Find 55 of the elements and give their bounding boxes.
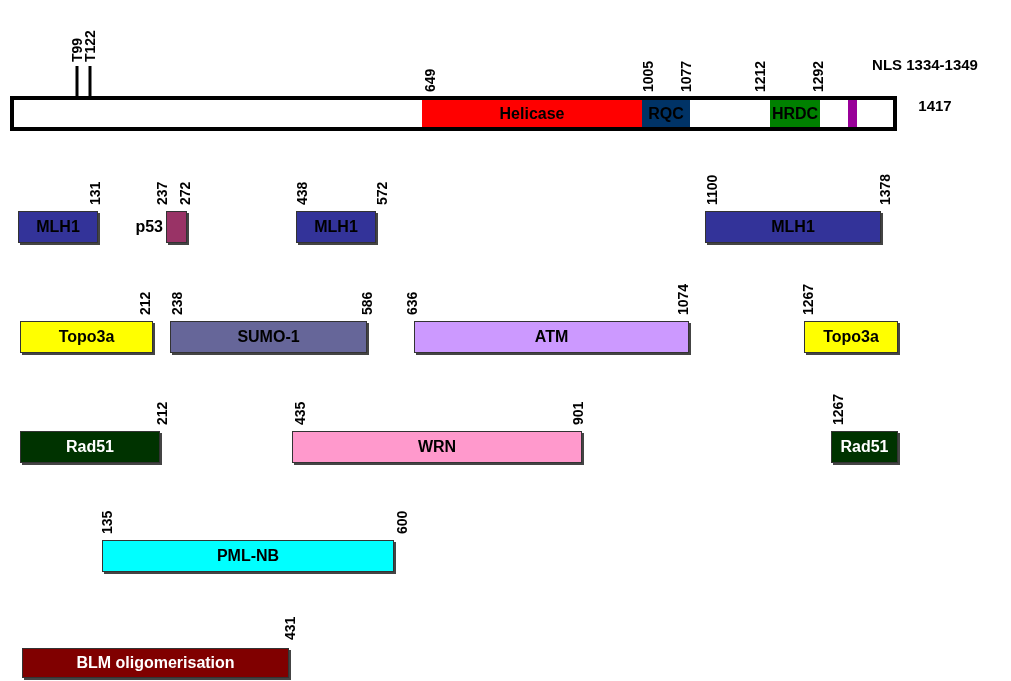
residue-label: 572 <box>375 181 389 205</box>
domain-label: BLM oligomerisation <box>76 655 235 671</box>
domain-bar <box>770 100 820 127</box>
domain-bar <box>170 321 367 353</box>
residue-label: 212 <box>138 291 152 315</box>
domain-label: Topo3a <box>823 329 879 345</box>
domain-label: Rad51 <box>66 439 114 455</box>
residue-label: 1417 <box>918 98 952 113</box>
motif-bar <box>848 100 857 127</box>
residue-label: 600 <box>395 510 409 534</box>
residue-label: 1267 <box>801 283 815 315</box>
domain-bar <box>804 321 898 353</box>
domain-label: Helicase <box>499 105 565 122</box>
residue-label: 237 <box>155 181 169 205</box>
domain-label: Rad51 <box>840 439 889 455</box>
residue-label: 212 <box>155 401 169 425</box>
residue-label: NLS 1334-1349 <box>872 57 978 72</box>
domain-bar <box>705 211 881 243</box>
domain-bar <box>296 211 376 243</box>
residue-label: 1267 <box>831 393 845 425</box>
domain-label: Topo3a <box>58 329 115 345</box>
domain-label: WRN <box>417 439 457 455</box>
residue-label: 1005 <box>641 60 655 92</box>
domain-bar <box>18 211 98 243</box>
residue-label: 586 <box>360 291 374 315</box>
residue-label: 238 <box>170 291 184 315</box>
residue-label: 1378 <box>878 173 892 205</box>
domain-label: RQC <box>648 105 684 122</box>
domain-bar <box>22 648 289 678</box>
residue-label: T99 <box>70 37 84 62</box>
domain-label: MLH1 <box>36 219 80 235</box>
residue-label: 1077 <box>679 60 693 92</box>
residue-label: 431 <box>283 616 297 640</box>
domain-label: p53 <box>135 219 163 235</box>
domain-bar <box>414 321 689 353</box>
residue-label: 272 <box>178 181 192 205</box>
domain-bar <box>292 431 582 463</box>
domain-bar <box>642 100 690 127</box>
domain-bar <box>20 321 153 353</box>
domain-label: MLH1 <box>771 219 815 235</box>
residue-label: 1292 <box>811 60 825 92</box>
domain-label: MLH1 <box>314 219 358 235</box>
domain-label: SUMO-1 <box>237 329 300 345</box>
residue-label: 1212 <box>753 60 767 92</box>
domain-label: ATM <box>534 329 569 345</box>
domain-bar <box>102 540 394 572</box>
residue-label: 131 <box>88 181 102 205</box>
domain-label: HRDC <box>771 105 819 122</box>
residue-label: T122 <box>83 30 97 62</box>
domain-bar <box>831 431 898 463</box>
protein-bar <box>10 96 897 131</box>
domain-bar <box>20 431 160 463</box>
residue-label: 636 <box>405 291 419 315</box>
domain-label: PML-NB <box>216 548 280 564</box>
domain-bar <box>422 100 642 127</box>
